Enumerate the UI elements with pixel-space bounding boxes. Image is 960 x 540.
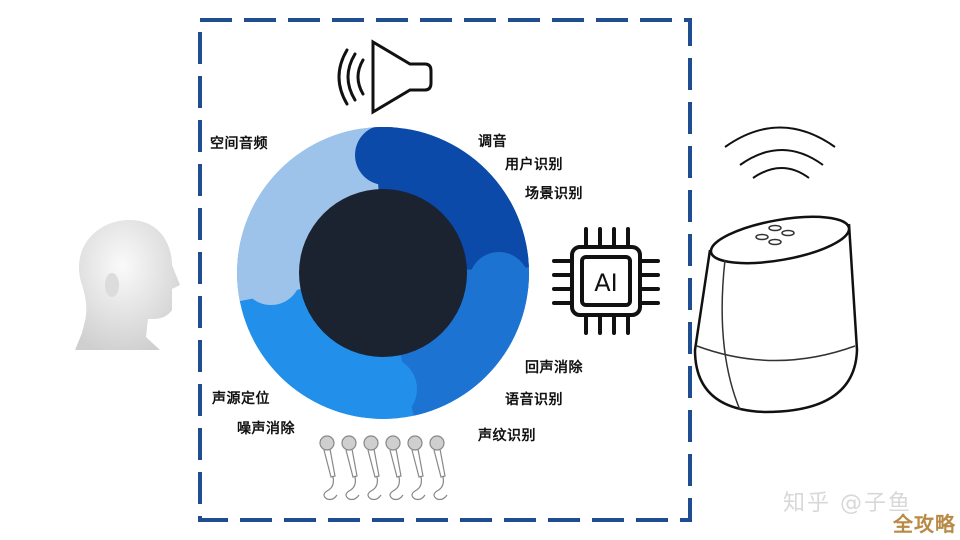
label-voiceprint-recognition: 声纹识别 bbox=[478, 428, 536, 444]
feature-ring-diagram bbox=[237, 127, 529, 419]
watermark-overlay: 全攻略 bbox=[893, 512, 956, 536]
label-sound-source-localization: 声源定位 bbox=[212, 391, 270, 407]
label-echo-cancellation: 回声消除 bbox=[525, 360, 583, 376]
speaker-icon bbox=[337, 39, 433, 115]
ai-chip-icon: AI bbox=[552, 227, 660, 335]
system-boundary-dashed-frame bbox=[198, 18, 692, 522]
label-spatial-audio: 空间音频 bbox=[210, 136, 268, 152]
svg-text:AI: AI bbox=[594, 269, 618, 297]
label-noise-cancellation: 噪声消除 bbox=[237, 421, 295, 437]
wifi-waves-icon bbox=[724, 126, 836, 179]
microphone-array-icon bbox=[319, 435, 448, 501]
label-scene-recognition: 场景识别 bbox=[525, 186, 583, 202]
label-tuning: 调音 bbox=[478, 134, 507, 150]
ring-core bbox=[299, 189, 467, 357]
label-user-recognition: 用户识别 bbox=[505, 157, 563, 173]
watermark-text: 知乎 @子鱼 bbox=[783, 491, 912, 516]
human-head-icon bbox=[75, 220, 180, 350]
label-speech-recognition: 语音识别 bbox=[505, 392, 563, 408]
smart-speaker-icon bbox=[693, 126, 859, 414]
